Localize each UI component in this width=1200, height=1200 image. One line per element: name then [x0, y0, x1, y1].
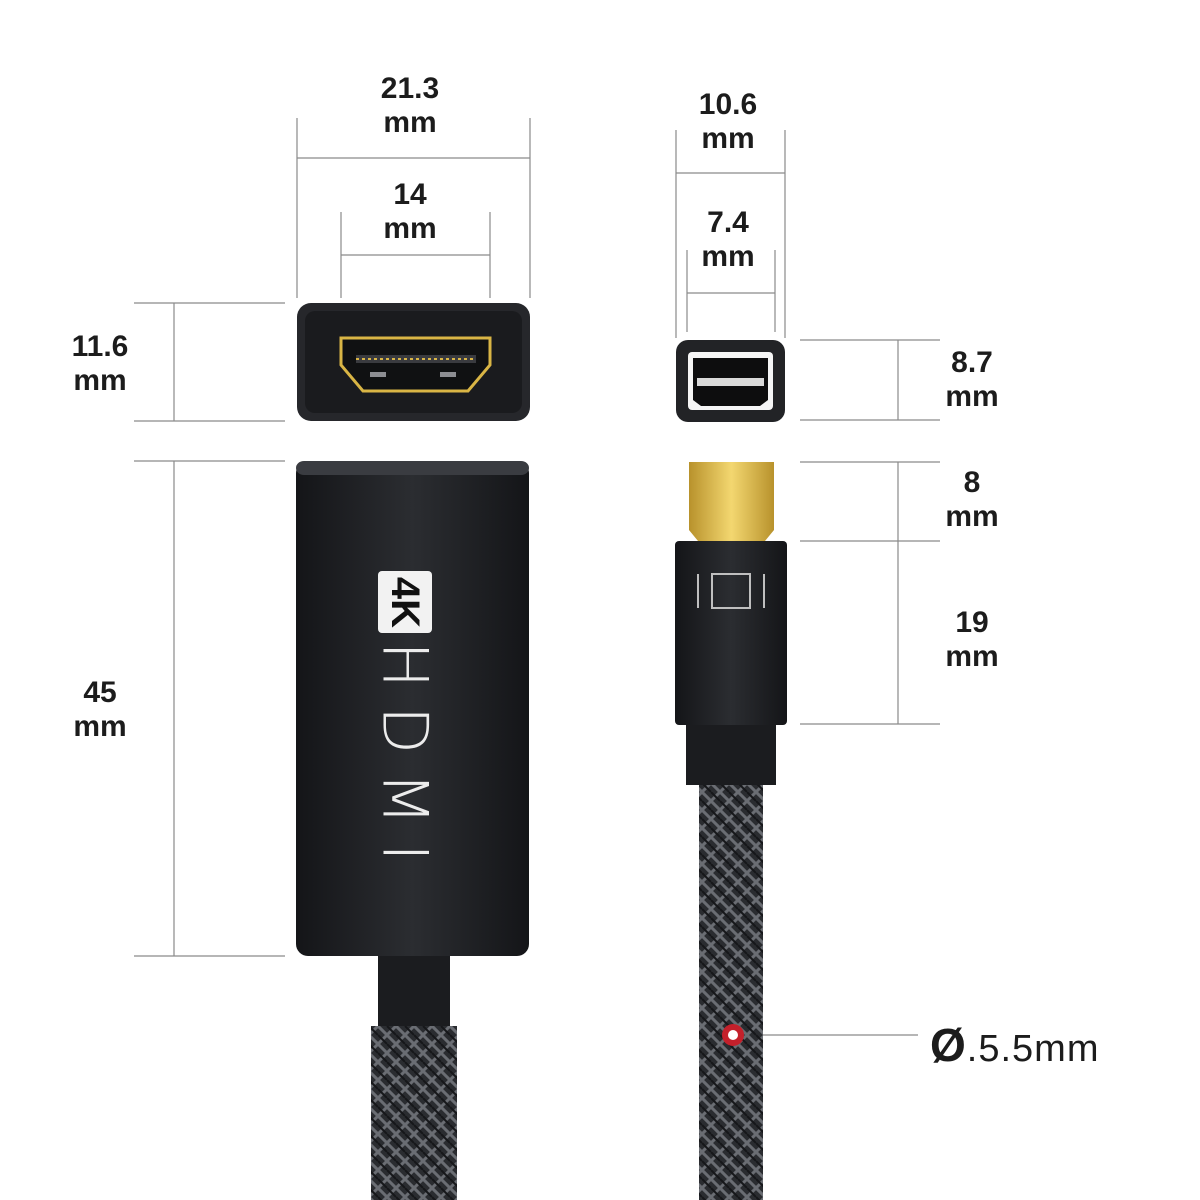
label-hdmi-length: 45 mm [73, 676, 127, 743]
dimension-lines [134, 118, 940, 1036]
label-hdmi-outer-width: 21.3 mm [380, 72, 440, 139]
label-mdp-outer-width: 10.6 mm [698, 88, 758, 155]
mdp-end-view [676, 340, 785, 422]
badge-4k-text: 4K [383, 576, 428, 628]
label-mdp-height: 8.7 mm [945, 346, 999, 413]
hdmi-end-view [297, 303, 530, 421]
badge-4k: 4K [378, 571, 432, 633]
label-hdmi-inner-width: 14 mm [383, 178, 437, 245]
label-cable-diameter: Ø.5.5mm [930, 1019, 1100, 1071]
hdmi-adapter-body [296, 461, 529, 1200]
label-mdp-inner-width: 7.4 mm [701, 206, 755, 273]
label-hdmi-height: 11.6 mm [71, 330, 129, 397]
mdp-plug [675, 462, 787, 1200]
label-mdp-plug-length: 8 mm [945, 466, 999, 533]
label-mdp-body-length: 19 mm [945, 606, 999, 673]
